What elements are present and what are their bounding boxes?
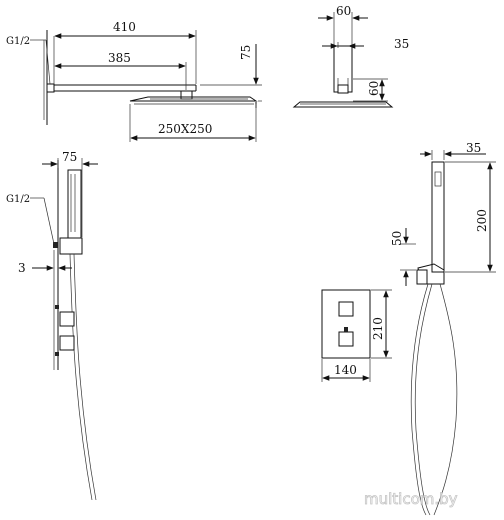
dim-panel-width: 140 (334, 363, 357, 377)
thread-label-mid: G1/2 (6, 194, 30, 205)
hand-shower-holder-side-view (30, 158, 98, 501)
dim-top-depth: 35 (394, 37, 409, 51)
overhead-shower-side-view (30, 30, 262, 142)
hand-shower-front-view (400, 150, 496, 516)
dim-hand-offset: 50 (390, 231, 404, 246)
dim-holder-width: 75 (62, 150, 77, 164)
dim-arm-reach: 385 (108, 51, 131, 65)
dim-hand-length: 200 (475, 209, 489, 232)
watermark-text: multicom.by (364, 490, 458, 508)
dim-plate-gap: 3 (18, 261, 26, 275)
dim-arm-height: 75 (239, 45, 253, 60)
dim-top-width: 60 (336, 4, 351, 18)
dim-arm-length: 410 (113, 20, 136, 34)
dim-hand-depth: 35 (466, 141, 481, 155)
dim-panel-height: 210 (371, 317, 385, 340)
overhead-shower-end-view (292, 12, 394, 108)
dim-top-height: 60 (367, 81, 381, 96)
thread-label-top: G1/2 (6, 36, 30, 47)
watermark: multicom.by (364, 490, 458, 509)
dim-head-size: 250X250 (158, 122, 212, 136)
mixer-panel-front-view (321, 289, 392, 382)
